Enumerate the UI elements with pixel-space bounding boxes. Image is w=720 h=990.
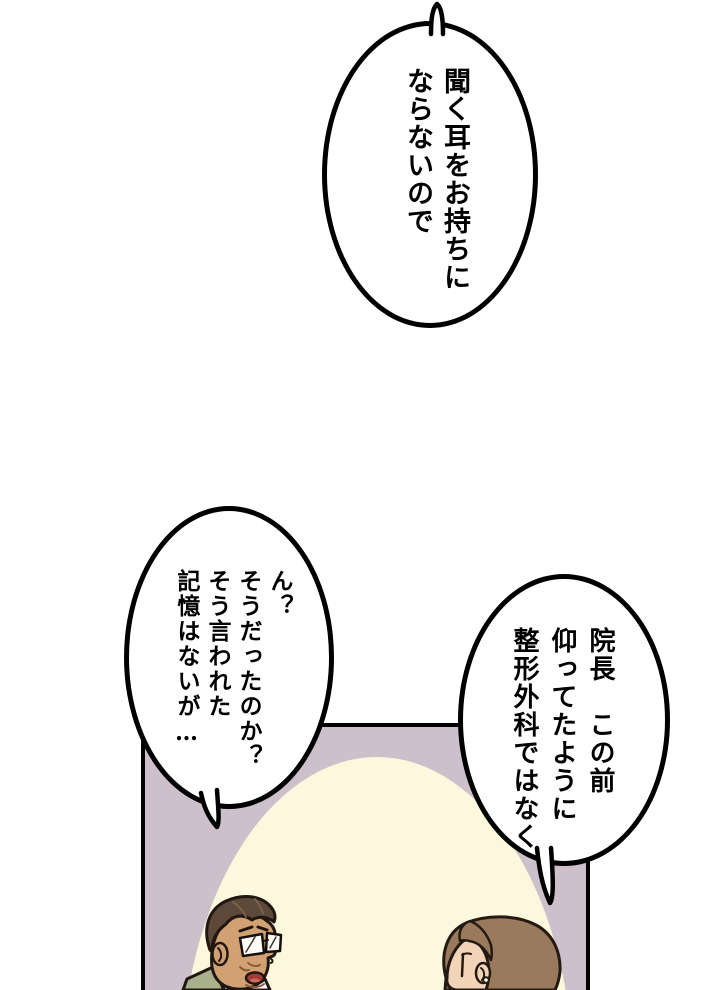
characters-drawing <box>181 894 562 990</box>
man-wrinkle <box>239 966 250 972</box>
speech-text-left: ん？ そうだったのか？ そう言われた 記憶はないが… <box>171 569 295 804</box>
man-ear <box>211 941 229 967</box>
woman-glasses-arm <box>461 952 472 956</box>
man-eyebrow <box>238 925 254 933</box>
woman-earring <box>482 976 490 984</box>
speech-text-right: 院長 この前 仰ってたように 整形外科ではなく <box>505 627 619 852</box>
speech-bubble-right: 院長 この前 仰ってたように 整形外科ではなく <box>458 574 670 866</box>
man-eyebrow <box>256 925 269 932</box>
speech-line: ならないので <box>402 67 433 235</box>
man-wrinkle <box>247 962 261 968</box>
speech-line: 聞く耳をお持ちに <box>439 67 470 291</box>
man-lens-glint <box>245 936 256 953</box>
man-glasses-bridge <box>262 939 269 942</box>
man-hair-strand <box>254 898 264 915</box>
man-chin-crease <box>245 983 265 989</box>
man-lens-glint <box>269 936 277 949</box>
speech-line: ん？ <box>266 569 293 619</box>
woman-glasses <box>460 952 465 978</box>
woman-fringe <box>458 919 493 962</box>
speech-line: 整形外科ではなく <box>509 627 539 851</box>
man-tongue <box>250 978 260 983</box>
man-ear-line <box>217 947 223 962</box>
speech-line: そうだったのか？ <box>235 569 262 769</box>
woman-character <box>442 915 562 990</box>
man-glasses-lens <box>238 932 266 958</box>
speech-bubble-top: 聞く耳をお持ちに ならないので <box>322 21 538 328</box>
man-nostril <box>270 958 274 964</box>
speech-line: 記憶はないが… <box>173 569 200 748</box>
man-character <box>181 894 283 990</box>
speech-line: 仰ってたように <box>547 627 577 823</box>
man-hair <box>205 894 277 952</box>
speech-line: そう言われた <box>204 569 231 719</box>
man-hair-strand <box>232 901 247 918</box>
speech-text-top: 聞く耳をお持ちに ならないので <box>399 67 473 317</box>
speech-line: 院長 この前 <box>585 627 615 795</box>
speech-bubble-left: ん？ そうだったのか？ そう言われた 記憶はないが… <box>124 506 334 809</box>
